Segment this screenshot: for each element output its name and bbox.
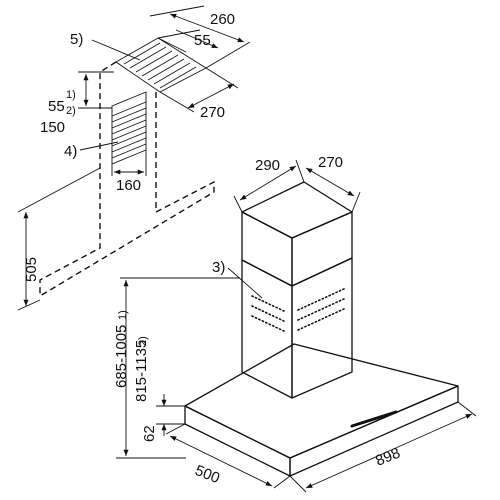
dim-canopy-width: 898 — [373, 445, 403, 470]
canopy — [184, 343, 459, 477]
dashed-installation-outline — [39, 61, 215, 297]
callout-3: 3) — [212, 259, 225, 276]
dim-bracket-offset-ref: 1) — [66, 89, 76, 101]
canopy-dimensions — [165, 401, 477, 493]
wall-bracket — [111, 91, 147, 165]
dim-top-inner: 55 — [194, 32, 211, 49]
dim-bracket-offset-alt: 150 — [40, 119, 65, 136]
ceiling-plate — [115, 37, 207, 93]
dim-height-range-1-ref: 1) — [117, 310, 129, 320]
dim-chimney-width: 290 — [255, 157, 280, 174]
dim-top-width: 260 — [210, 11, 235, 28]
dim-bracket-width: 160 — [116, 177, 141, 194]
chimney — [241, 181, 353, 399]
dim-height-range-1: 685-1005 — [113, 325, 130, 388]
dim-top-depth: 270 — [200, 104, 225, 121]
callout-leaders — [79, 39, 263, 299]
dim-canopy-height: 62 — [141, 425, 158, 442]
height-dimensions — [116, 277, 240, 459]
dim-height-range-2-ref: 2) — [137, 336, 149, 346]
callout-4: 4) — [64, 143, 77, 160]
dim-ceiling-height: 505 — [23, 257, 40, 282]
dim-bracket-offset: 55 — [48, 98, 65, 115]
top-dimensions — [17, 5, 251, 311]
dim-canopy-depth: 500 — [193, 462, 223, 487]
chimney-dimensions — [233, 159, 361, 213]
dim-height-range-2: 815-1135 — [133, 340, 150, 402]
callout-5: 5) — [70, 31, 83, 48]
dim-bracket-offset-alt-ref: 2) — [66, 105, 76, 117]
dim-chimney-depth: 270 — [318, 154, 343, 171]
